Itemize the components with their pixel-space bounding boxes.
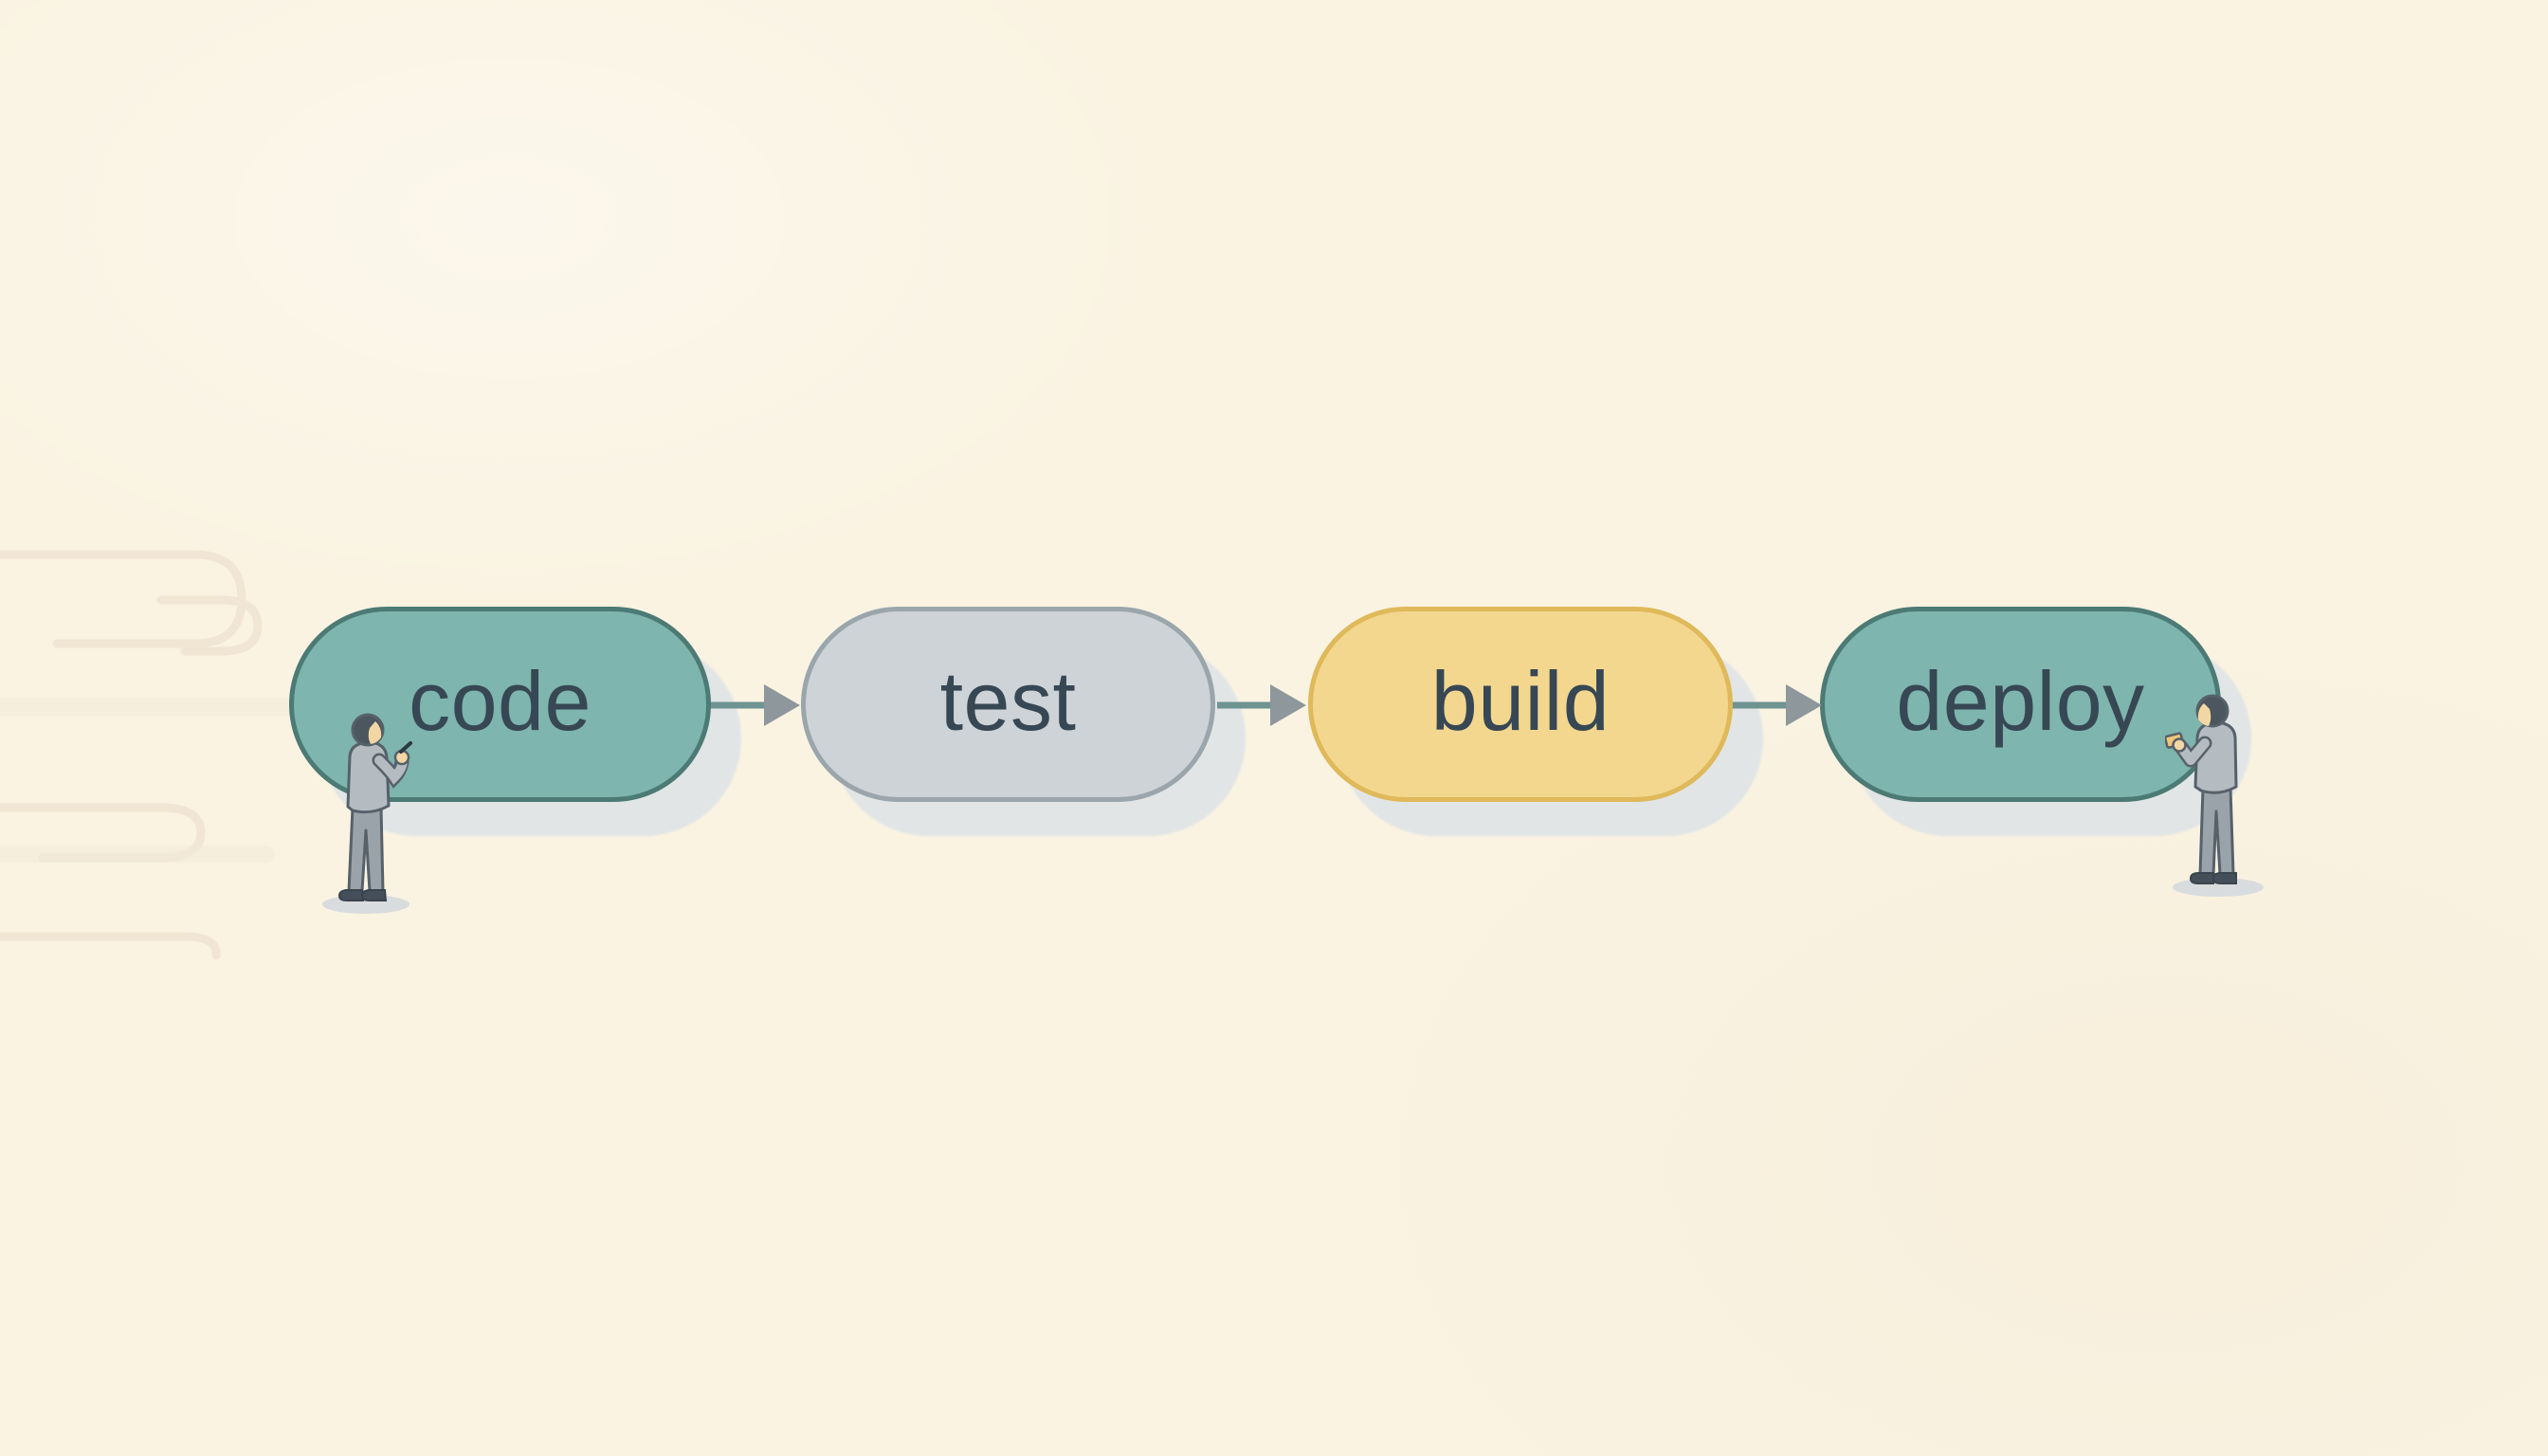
- node-deploy-label: deploy: [1896, 654, 2145, 748]
- node-code-label: code: [409, 654, 592, 748]
- node-test: test: [801, 607, 1215, 802]
- cloud-decoration: [0, 550, 341, 960]
- flow-arrow-build-to-deploy: [1733, 684, 1822, 726]
- flow-arrow-code-to-test: [711, 684, 800, 726]
- node-build: build: [1308, 607, 1733, 802]
- person-figure-left-illustration: [322, 713, 412, 914]
- person-figure-right-illustration: [2165, 694, 2264, 897]
- node-deploy: deploy: [1820, 607, 2221, 802]
- flow-arrow-test-to-build: [1217, 684, 1306, 726]
- node-test-label: test: [939, 654, 1077, 748]
- node-code: code: [289, 607, 711, 802]
- node-build-label: build: [1430, 654, 1611, 748]
